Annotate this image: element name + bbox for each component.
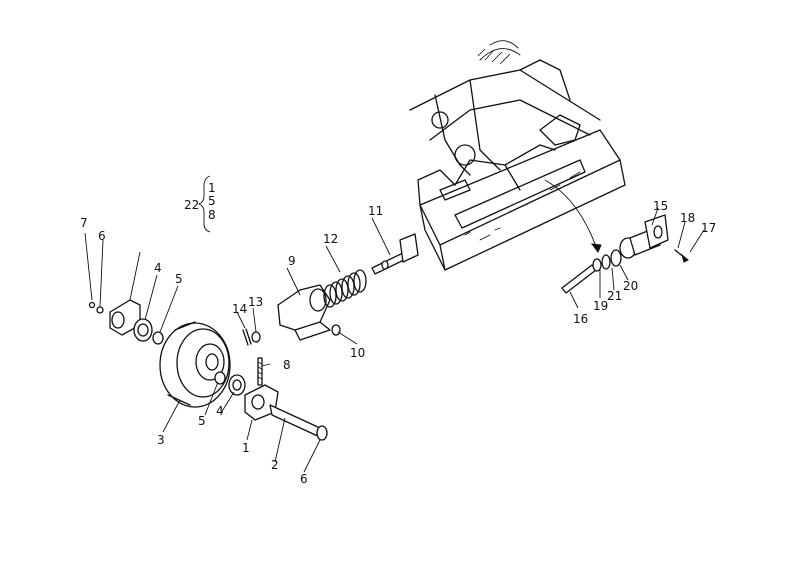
- callout-8: 8: [283, 358, 291, 372]
- callout-19: 19: [593, 299, 608, 313]
- group-note-item-3: 8: [208, 208, 216, 222]
- callout-17: 17: [701, 221, 716, 235]
- callout-18: 18: [680, 211, 695, 225]
- callout-12: 12: [323, 232, 338, 246]
- callout-6: 6: [98, 229, 106, 243]
- callout-2: 2: [271, 458, 279, 472]
- idler-wheel: [159, 321, 231, 408]
- callout-13: 13: [248, 295, 263, 309]
- callout-7: 7: [80, 216, 88, 230]
- adjuster-assembly: [561, 214, 689, 294]
- bearing-right: [214, 371, 246, 396]
- nut: [251, 331, 261, 343]
- callout-9: 9: [288, 254, 296, 268]
- callout-5: 5: [175, 272, 183, 286]
- cotter-pin: [242, 329, 249, 346]
- callout-11: 11: [368, 204, 383, 218]
- callout-4: 4: [154, 261, 162, 275]
- bracket-left: [88, 299, 164, 345]
- callout-15: 15: [653, 199, 668, 213]
- group-note-item-1: 1: [208, 181, 216, 195]
- bolt: [257, 357, 263, 386]
- pointer-arrow: [544, 179, 599, 253]
- group-note-item-2: 5: [208, 194, 216, 208]
- callout-10: 10: [350, 346, 365, 360]
- callout-labels: 7 6 4 5 14 13 9 12 11 10 8 3 5 4 1 2 6 1…: [80, 181, 716, 486]
- leader-lines: [84, 207, 705, 473]
- tension-rod: [371, 233, 419, 275]
- callout-6b: 6: [300, 472, 308, 486]
- arrow-head-icon: [590, 243, 602, 253]
- recoil-spring: [323, 269, 367, 308]
- shaft: [269, 404, 328, 441]
- callout-1: 1: [242, 441, 250, 455]
- group-brace: [197, 175, 211, 233]
- callout-21: 21: [607, 289, 622, 303]
- callout-5b: 5: [198, 414, 206, 428]
- group-note-prefix: 22: [184, 198, 199, 212]
- callout-14: 14: [232, 302, 247, 316]
- callout-3: 3: [157, 433, 165, 447]
- small-parts: [242, 324, 341, 346]
- callout-16: 16: [573, 312, 588, 326]
- grease-fitting: [331, 324, 341, 336]
- callout-4b: 4: [216, 404, 224, 418]
- yoke: [277, 284, 331, 341]
- callout-20: 20: [623, 279, 638, 293]
- track-frame: [409, 40, 626, 271]
